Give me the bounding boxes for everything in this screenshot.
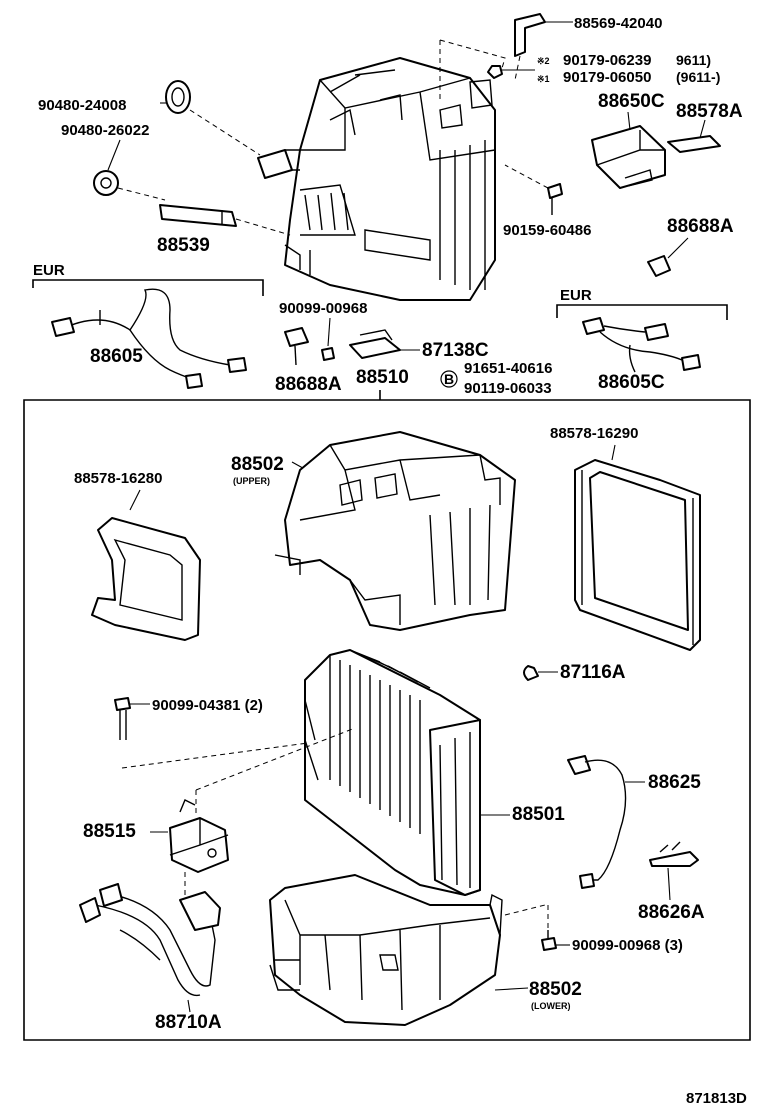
label-88710a: 88710A — [155, 1012, 222, 1033]
label-87116a: 87116A — [560, 662, 626, 683]
eur-left-bracket — [32, 279, 264, 296]
clip-88688a-left-part — [284, 327, 309, 366]
suffix-90179-2: 9611) — [676, 52, 711, 68]
label-90480-24008: 90480-24008 — [38, 97, 126, 114]
label-88515: 88515 — [83, 821, 136, 842]
label-90099-04381: 90099-04381 (2) — [152, 697, 263, 714]
label-90480-26022: 90480-26022 — [61, 122, 149, 139]
bracket-88569-part — [439, 13, 573, 100]
label-90159-60486: 90159-60486 — [503, 222, 591, 239]
cooling-unit-assembly — [284, 57, 496, 301]
label-88605c: 88605C — [598, 372, 665, 393]
amplifier-88650c-part — [591, 111, 666, 189]
label-90179-06239: 90179-06239 — [563, 52, 651, 69]
upper-case-88502-part — [274, 431, 516, 631]
pipe-fitting-part — [257, 149, 300, 179]
label-91651-40616: 91651-40616 — [464, 360, 552, 377]
lower-case-88502-part — [269, 874, 529, 1026]
screw-90099-00968-3-part — [504, 904, 570, 951]
leader-88578-16280 — [129, 489, 141, 511]
eur-right-tag: EUR — [560, 287, 592, 304]
eur-left-tag: EUR — [33, 262, 65, 279]
leader-88578-16290 — [611, 444, 616, 461]
label-88650c: 88650C — [598, 91, 665, 112]
clip-88688a-right-part — [647, 237, 689, 277]
label-90179-06050: 90179-06050 — [563, 69, 651, 86]
label-88501: 88501 — [512, 804, 565, 825]
label-88510: 88510 — [356, 367, 409, 388]
thermistor-88625-part — [567, 755, 645, 889]
tag-upper: (UPPER) — [233, 476, 270, 486]
clip-87116a-part — [523, 665, 558, 681]
label-90119-06033: 90119-06033 — [464, 380, 552, 397]
gasket-88578-16280-part — [91, 517, 201, 641]
pad-88578a-part — [667, 119, 721, 153]
label-88569: 88569-42040 — [574, 15, 662, 32]
label-88578a: 88578A — [676, 101, 743, 122]
note-90179-1: ※1 — [537, 74, 550, 84]
label-88502-upper: 88502 — [231, 454, 284, 475]
label-87138c: 87138C — [422, 340, 489, 361]
evaporator-88501-part — [304, 649, 510, 896]
circle-b-letter: B — [444, 371, 454, 387]
label-88502-lower: 88502 — [529, 979, 582, 1000]
label-88625: 88625 — [648, 772, 701, 793]
label-88578-16280: 88578-16280 — [74, 470, 162, 487]
eur-right-bracket — [556, 304, 728, 320]
grommet-90480-24008-part — [160, 80, 261, 156]
label-90099-00968: 90099-00968 — [279, 300, 367, 317]
label-90099-00968-3: 90099-00968 (3) — [572, 937, 683, 954]
label-88626a: 88626A — [638, 902, 705, 923]
expansion-valve-88515-part — [169, 727, 356, 900]
circle-b-mark — [440, 370, 458, 388]
label-88578-16290: 88578-16290 — [550, 425, 638, 442]
label-88539: 88539 — [157, 235, 210, 256]
tag-lower: (LOWER) — [531, 1001, 571, 1011]
assembly-frame — [23, 390, 751, 1041]
pipe-88710a-part — [79, 883, 221, 1013]
screw-90159-part — [504, 164, 563, 215]
figure-id: 871813D — [686, 1090, 747, 1107]
grommet-90480-26022-part — [93, 139, 166, 201]
gasket-88578-16290-part — [574, 459, 701, 651]
label-88605: 88605 — [90, 346, 143, 367]
resistor-87138c-part — [349, 329, 420, 359]
harness-88605-part — [51, 288, 247, 389]
drain-hose-88539-part — [159, 204, 291, 236]
note-90179-2: ※2 — [537, 56, 550, 66]
suffix-90179-1: (9611-) — [676, 69, 720, 85]
label-88688a-left: 88688A — [275, 374, 342, 395]
label-88688a-right: 88688A — [667, 216, 734, 237]
screw-90099-00968-part — [321, 317, 335, 361]
nut-90179-part — [487, 65, 535, 79]
clip-88626a-part — [649, 841, 699, 901]
harness-88605c-part — [582, 317, 701, 373]
